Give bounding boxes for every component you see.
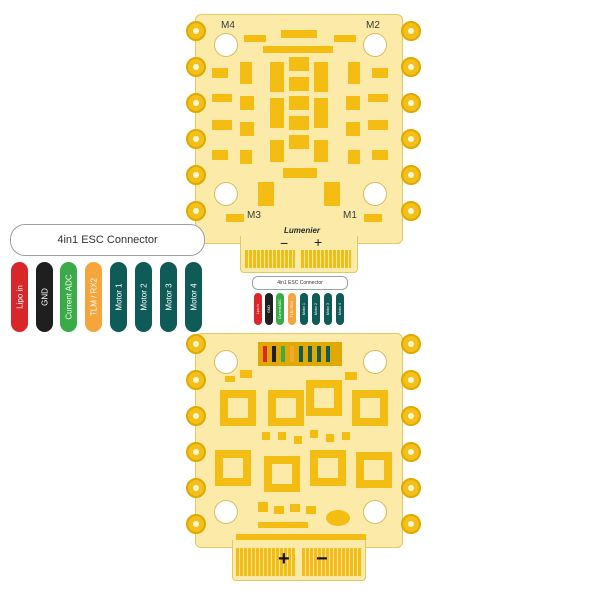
top-minus-sign: − (280, 235, 289, 251)
bottom-minus-pad (302, 548, 362, 576)
bottom-mount-hole-bl (214, 500, 238, 524)
motor-label-m4: M4 (221, 20, 235, 31)
mini-pin-motor-2: Motor 2 (312, 293, 320, 325)
mini-pin-motor-3: Motor 3 (324, 293, 332, 325)
mini-pin-motor-4: Motor 4 (336, 293, 344, 325)
motor-label-m2: M2 (366, 20, 380, 31)
pin-motor-4: Motor 4 (185, 262, 202, 332)
pin-tlm-rx2: TLM / RX2 (85, 262, 102, 332)
motor-label-m3: M3 (247, 210, 261, 221)
bottom-mount-hole-tr (363, 350, 387, 374)
top-minus-pad (245, 250, 295, 268)
bottom-plus-sign: + (278, 548, 290, 570)
connector-title: 4in1 ESC Connector (57, 234, 158, 246)
bottom-minus-sign: − (316, 548, 328, 570)
mini-pin-lipo-in: Lipo in (254, 293, 262, 325)
mini-pin-tlm-rx2: TLM / RX2 (288, 293, 296, 325)
mount-hole-m1 (363, 182, 387, 206)
pin-motor-2: Motor 2 (135, 262, 152, 332)
mount-hole-m3 (214, 182, 238, 206)
mini-pin-gnd: GND (265, 293, 273, 325)
pin-current-adc: Current ADC (60, 262, 77, 332)
bottom-mount-hole-tl (214, 350, 238, 374)
motor-label-m1: M1 (343, 210, 357, 221)
top-plus-pad (301, 250, 351, 268)
connector-title-box: 4in1 ESC Connector (10, 224, 205, 256)
bottom-mount-hole-br (363, 500, 387, 524)
mount-hole-m4 (214, 33, 238, 57)
mini-connector-title-box: 4in1 ESC Connector (252, 276, 348, 290)
bottom-oval-component (326, 510, 350, 526)
mount-hole-m2 (363, 33, 387, 57)
lumenier-logo: Lumenier (284, 226, 321, 235)
top-plus-sign: + (314, 234, 323, 250)
pin-gnd: GND (36, 262, 53, 332)
mini-connector-title: 4in1 ESC Connector (277, 280, 323, 286)
pin-motor-1: Motor 1 (110, 262, 127, 332)
pin-motor-3: Motor 3 (160, 262, 177, 332)
mini-pin-current-adc: Current ADC (276, 293, 284, 325)
pin-lipo-in: Lipo in (11, 262, 28, 332)
bottom-plus-pad (236, 548, 296, 576)
mini-pin-motor-1: Motor 1 (300, 293, 308, 325)
